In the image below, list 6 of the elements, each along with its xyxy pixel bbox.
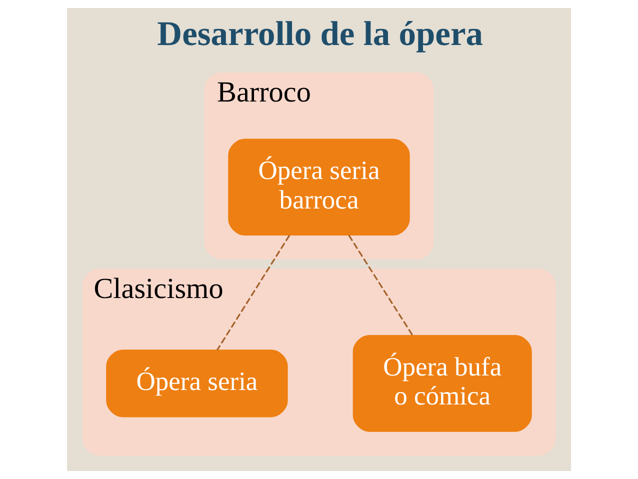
connector xyxy=(348,234,414,336)
diagram-title: Desarrollo de la ópera xyxy=(157,14,483,53)
node-box: Ópera seria xyxy=(106,350,288,418)
node-box: Ópera seria barroca xyxy=(228,138,410,236)
node-box: Ópera bufa o cómica xyxy=(352,335,532,432)
connector xyxy=(216,234,290,351)
